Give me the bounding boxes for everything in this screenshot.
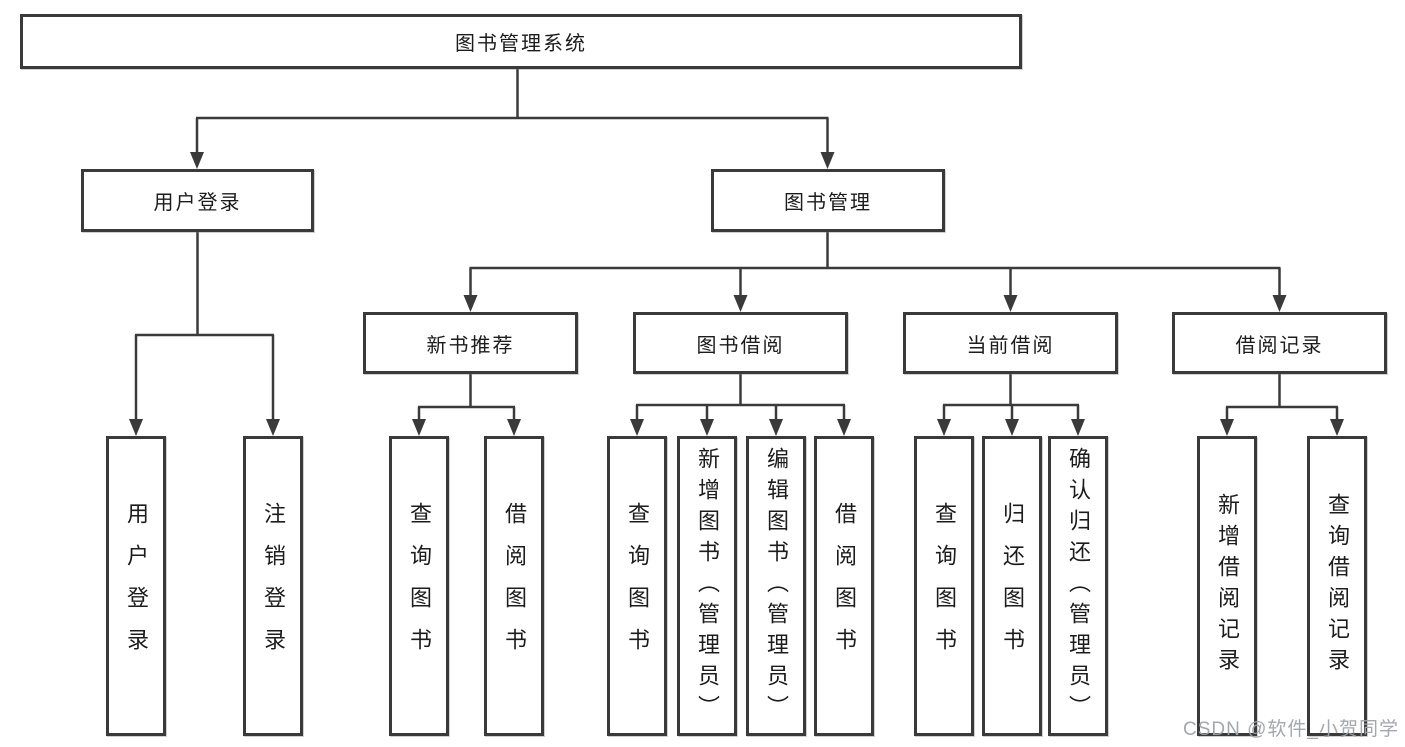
leaf-user-login: 用户登录 [106, 436, 166, 736]
leaf-query-books: 查询图书 [607, 436, 667, 736]
leaf-add-book-admin: 新增图书（管理员） [677, 436, 737, 736]
node-book-borrowing: 图书借阅 [633, 312, 848, 374]
node-user-login: 用户登录 [81, 169, 314, 232]
leaf-label: 用户登录 [124, 502, 149, 670]
leaf-label: 查询图书 [932, 502, 957, 670]
node-book-management: 图书管理 [711, 169, 945, 232]
leaf-label: 查询图书 [407, 502, 432, 670]
leaf-borrow-books: 借阅图书 [484, 436, 544, 736]
leaf-query-borrow-record: 查询借阅记录 [1307, 436, 1367, 736]
leaf-add-borrow-record: 新增借阅记录 [1197, 436, 1257, 736]
leaf-edit-book-admin: 编辑图书（管理员） [746, 436, 806, 736]
leaf-label: 查询借阅记录 [1325, 493, 1350, 679]
node-label: 新书推荐 [426, 334, 515, 357]
node-label: 图书管理 [784, 192, 872, 214]
leaf-label: 查询图书 [625, 502, 650, 670]
leaf-label: 借阅图书 [502, 502, 527, 670]
leaf-label: 编辑图书（管理员） [764, 446, 789, 726]
node-label: 图书借阅 [696, 334, 785, 357]
node-borrowing-records: 借阅记录 [1172, 312, 1387, 374]
leaf-borrow-books: 借阅图书 [814, 436, 874, 736]
leaf-label: 注销登录 [261, 502, 286, 670]
leaf-query-books: 查询图书 [914, 436, 974, 736]
leaf-label: 归还图书 [1000, 502, 1025, 670]
leaf-logout: 注销登录 [243, 436, 303, 736]
node-new-book-recommendation: 新书推荐 [363, 312, 578, 374]
node-label: 用户登录 [153, 192, 242, 214]
leaf-label: 确认归还（管理员） [1066, 446, 1091, 726]
leaf-label: 新增借阅记录 [1215, 493, 1240, 679]
leaf-label: 借阅图书 [832, 502, 857, 670]
node-current-borrowing: 当前借阅 [903, 312, 1118, 374]
watermark: CSDN @软件_小贺同学 [1183, 719, 1399, 740]
node-label: 借阅记录 [1235, 334, 1324, 357]
node-label: 当前借阅 [966, 334, 1055, 357]
node-library-management-system: 图书管理系统 [20, 14, 1022, 69]
leaf-return-books: 归还图书 [982, 436, 1042, 736]
leaf-query-books: 查询图书 [389, 436, 449, 736]
leaf-label: 新增图书（管理员） [695, 446, 720, 726]
node-label: 图书管理系统 [455, 33, 587, 55]
leaf-confirm-return-admin: 确认归还（管理员） [1048, 436, 1108, 736]
